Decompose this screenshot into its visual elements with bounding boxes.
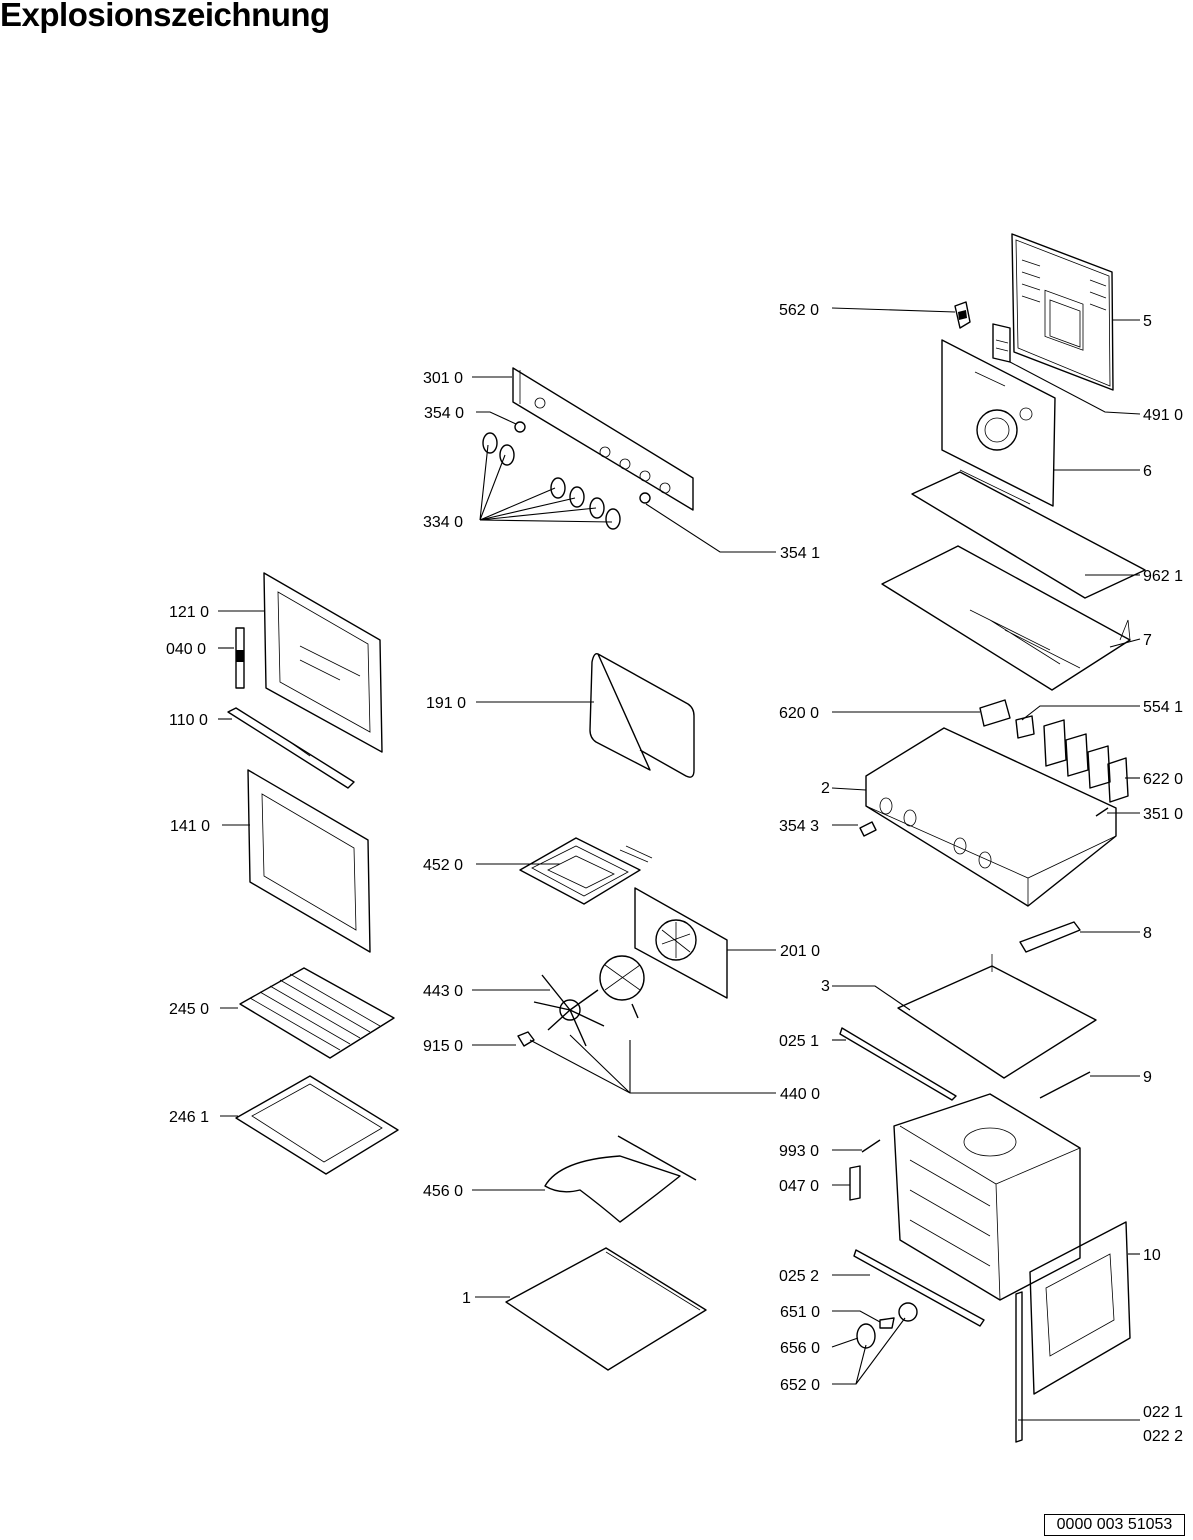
part-3-cover-plate (897, 954, 1097, 1079)
label-652-0: 652 0 (780, 1377, 820, 1394)
label-5: 5 (1143, 313, 1152, 330)
part-025-1-rail (839, 1027, 957, 1101)
label-440-0: 440 0 (780, 1086, 820, 1103)
part-440-0-fan-motor (599, 955, 645, 1019)
part-047-0-clip (849, 1165, 861, 1201)
part-121-0-door-frame (263, 572, 383, 753)
part-2-control-housing (865, 727, 1117, 907)
label-452-0: 452 0 (423, 857, 463, 874)
part-334-0-knobs (482, 432, 621, 530)
leader-lines (218, 307, 1141, 1421)
label-351-0: 351 0 (1143, 806, 1183, 823)
label-2: 2 (821, 780, 830, 797)
label-1: 1 (462, 1290, 471, 1307)
label-025-1: 025 1 (779, 1033, 819, 1050)
document-number: 0000 003 51053 (1044, 1514, 1185, 1536)
part-993-0-screw (861, 1139, 881, 1153)
part-452-0-heating-element (519, 837, 653, 905)
part-oven-cavity (893, 1093, 1081, 1301)
part-443-0-fan-wheel (533, 974, 605, 1047)
part-191-0-door-gasket (589, 652, 695, 778)
page-title: Explosionszeichnung (0, 0, 330, 33)
part-141-0-door-glass (247, 769, 371, 953)
part-9-rod (1039, 1071, 1091, 1099)
part-301-0-control-panel (512, 367, 694, 511)
label-620-0: 620 0 (779, 705, 819, 722)
part-622-0-switches (1015, 715, 1129, 803)
label-201-0: 201 0 (780, 943, 820, 960)
part-620-0-terminal (979, 699, 1011, 727)
label-022-2: 022 2 (1143, 1428, 1183, 1445)
label-554-1: 554 1 (1143, 699, 1183, 716)
label-022-1: 022 1 (1143, 1404, 1183, 1421)
part-025-2-rail (853, 1249, 985, 1327)
label-334-0: 334 0 (423, 514, 463, 531)
part-351-0-pin (1095, 807, 1109, 817)
label-491-0: 491 0 (1143, 407, 1183, 424)
label-191-0: 191 0 (426, 695, 466, 712)
part-354-1-knob-cap (639, 492, 651, 504)
label-3: 3 (821, 978, 830, 995)
part-245-0-oven-rack (239, 967, 395, 1059)
label-141-0: 141 0 (170, 818, 210, 835)
label-10: 10 (1143, 1247, 1161, 1264)
label-025-2: 025 2 (779, 1268, 819, 1285)
label-651-0: 651 0 (780, 1304, 820, 1321)
label-993-0: 993 0 (779, 1143, 819, 1160)
label-354-3: 354 3 (779, 818, 819, 835)
label-622-0: 622 0 (1143, 771, 1183, 788)
part-10-side-panel (1029, 1221, 1131, 1395)
part-246-1-baking-tray (235, 1075, 399, 1175)
label-562-0: 562 0 (779, 302, 819, 319)
part-562-0-bracket (954, 301, 971, 329)
part-962-1-panel (911, 471, 1146, 599)
label-245-0: 245 0 (169, 1001, 209, 1018)
part-6-rear-panel (941, 339, 1056, 507)
part-915-0-nut (517, 1031, 535, 1047)
part-110-0-door-handle (227, 707, 355, 789)
part-651-0-lamp (879, 1302, 918, 1329)
label-915-0: 915 0 (423, 1038, 463, 1055)
part-354-0-knob-cap (514, 421, 526, 433)
label-962-1: 962 1 (1143, 568, 1183, 585)
label-8: 8 (1143, 925, 1152, 942)
label-040-0: 040 0 (166, 641, 206, 658)
label-443-0: 443 0 (423, 983, 463, 1000)
label-6: 6 (1143, 463, 1152, 480)
part-7-top-cover (881, 545, 1131, 691)
label-047-0: 047 0 (779, 1178, 819, 1195)
label-7: 7 (1143, 632, 1152, 649)
label-121-0: 121 0 (169, 604, 209, 621)
part-5-rear-wall (1011, 233, 1114, 391)
part-labels: 562 0 5 491 0 6 301 0 354 0 334 0 354 1 … (166, 302, 1183, 1445)
label-301-0: 301 0 (423, 370, 463, 387)
label-656-0: 656 0 (780, 1340, 820, 1357)
label-9: 9 (1143, 1069, 1152, 1086)
part-491-0-component (992, 323, 1011, 363)
label-456-0: 456 0 (423, 1183, 463, 1200)
part-1-bottom-plate (505, 1247, 707, 1371)
label-354-1: 354 1 (780, 545, 820, 562)
label-246-1: 246 1 (169, 1109, 209, 1126)
label-110-0: 110 0 (169, 712, 208, 729)
part-656-0-lamp-cover (856, 1323, 876, 1349)
part-022-rail (1015, 1291, 1023, 1443)
part-040-0-hinge (235, 627, 245, 689)
part-456-0-lower-heater (544, 1135, 697, 1223)
part-8-bracket (1019, 921, 1081, 953)
part-354-3-knob-cap (859, 821, 877, 837)
part-201-0-fan-cover (634, 887, 728, 999)
label-354-0: 354 0 (424, 405, 464, 422)
